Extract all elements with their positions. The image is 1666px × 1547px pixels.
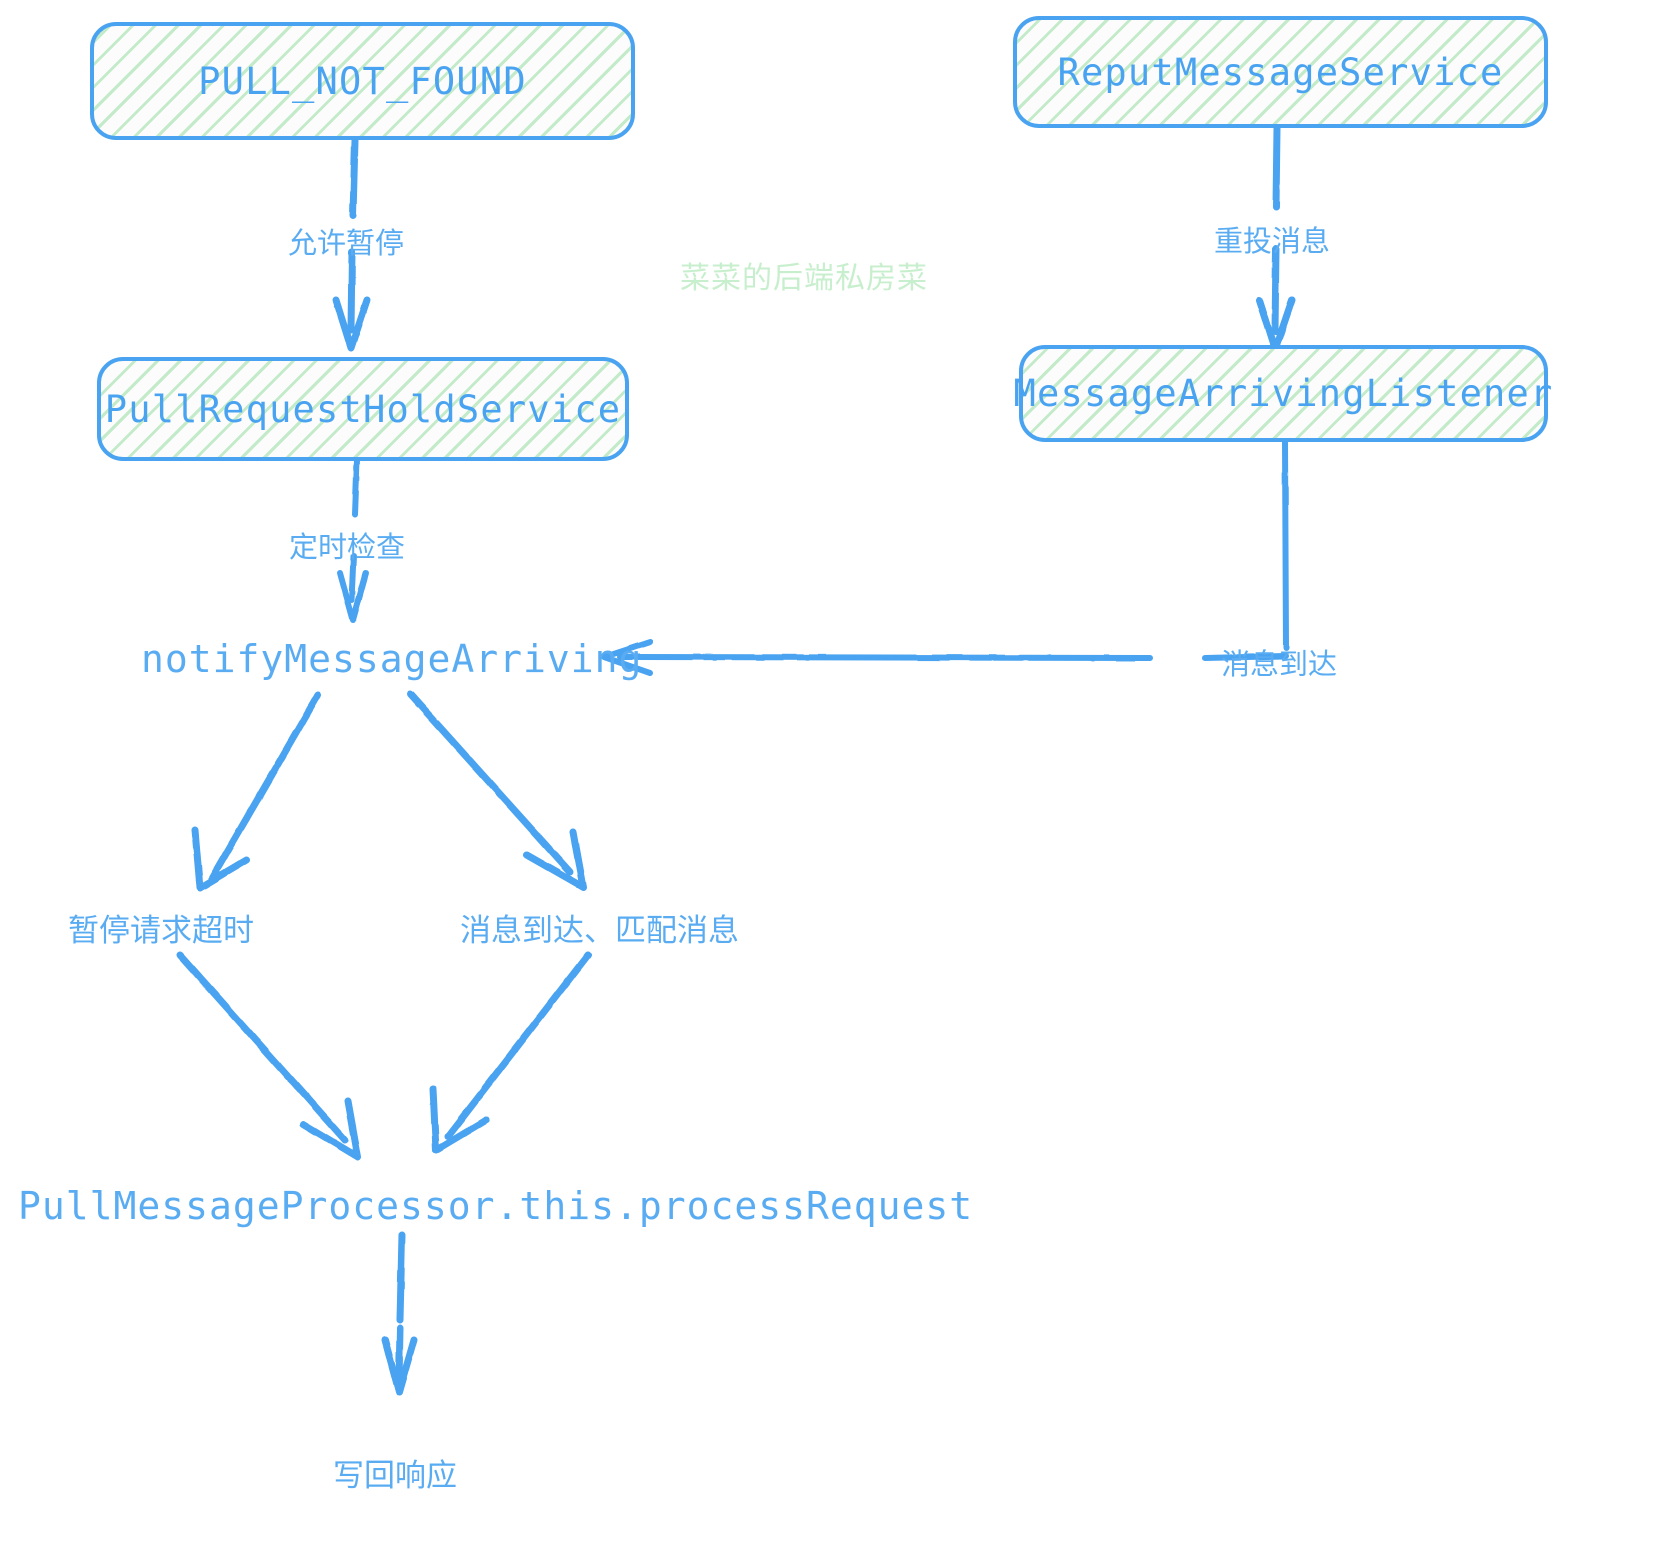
watermark-text: 菜菜的后端私房菜 <box>680 261 928 296</box>
node-pull-request-hold-service[interactable]: PullRequestHoldService <box>97 357 629 461</box>
edge-notify-to-timeout <box>191 691 322 892</box>
edge-label-message-arrived: 消息到达 <box>1221 641 1337 683</box>
edge-label-reput-message-text: 重投消息 <box>1214 224 1331 258</box>
node-write-response[interactable]: 写回响应 <box>333 1450 457 1495</box>
node-write-response-label: 写回响应 <box>333 1458 457 1494</box>
node-process-request-label: PullMessageProcessor.this.processRequest <box>18 1184 974 1228</box>
edge-label-scheduled-check: 定时检查 <box>289 524 405 566</box>
edge-notify-to-arrived <box>406 690 587 891</box>
node-notify-message-arriving-label: notifyMessageArriving <box>141 637 643 681</box>
edge-process-to-response <box>381 1231 418 1396</box>
edge-timeout-to-process <box>176 951 362 1161</box>
node-arrived-matched-label: 消息到达、匹配消息 <box>460 913 739 949</box>
node-message-arriving-listener-label: MessageArrivingListener <box>1013 372 1554 415</box>
node-pull-not-found-label: PULL_NOT_FOUND <box>198 59 527 103</box>
node-message-arriving-listener[interactable]: MessageArrivingListener <box>1014 345 1552 442</box>
watermark: 菜菜的后端私房菜 <box>680 253 928 297</box>
node-arrived-matched[interactable]: 消息到达、匹配消息 <box>460 905 739 950</box>
edge-label-scheduled-check-text: 定时检查 <box>289 530 406 564</box>
node-pull-request-hold-service-label: PullRequestHoldService <box>104 387 622 431</box>
node-pull-not-found[interactable]: PULL_NOT_FOUND <box>90 22 635 140</box>
node-hold-timeout-label: 暂停请求超时 <box>68 913 254 949</box>
node-notify-message-arriving[interactable]: notifyMessageArriving <box>141 637 642 681</box>
edge-arrived-to-process <box>429 951 592 1154</box>
node-hold-timeout[interactable]: 暂停请求超时 <box>68 905 254 950</box>
edge-label-message-arrived-text: 消息到达 <box>1221 647 1338 681</box>
node-reput-message-service[interactable]: ReputMessageService <box>1013 16 1548 128</box>
edge-label-reput-message: 重投消息 <box>1214 218 1330 260</box>
node-reput-message-service-label: ReputMessageService <box>1057 50 1504 94</box>
edge-listener-to-notify <box>601 439 1289 676</box>
node-process-request[interactable]: PullMessageProcessor.this.processRequest <box>18 1184 973 1228</box>
edge-label-allow-hold: 允许暂停 <box>288 220 404 262</box>
edge-label-allow-hold-text: 允许暂停 <box>288 226 405 260</box>
